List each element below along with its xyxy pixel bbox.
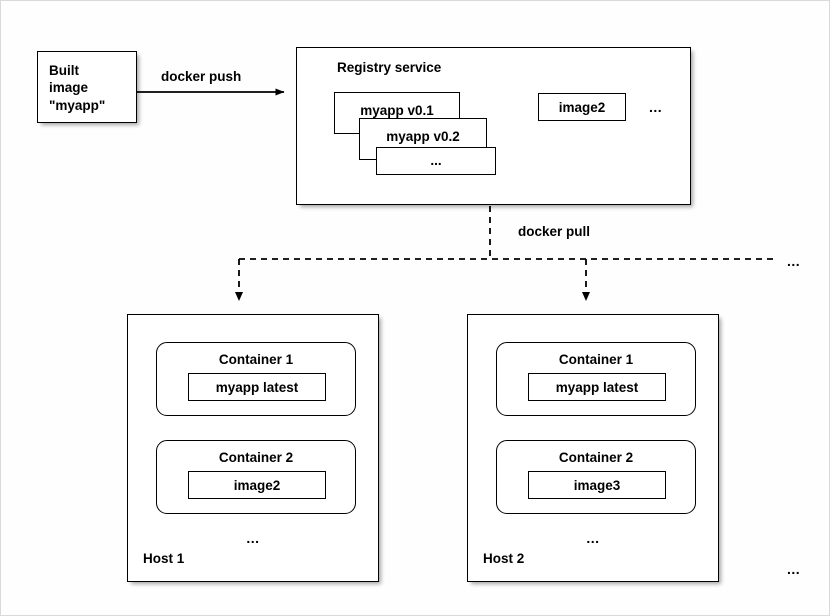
host-1-container-2[interactable]: Container 2 image2 — [156, 440, 356, 514]
built-image-box[interactable]: Built image "myapp" — [37, 51, 137, 123]
host-1-container-1-image-label: myapp latest — [215, 380, 299, 395]
host-2-container-1-image-box[interactable]: myapp latest — [528, 373, 666, 401]
registry-image-layer-3[interactable]: ... — [376, 147, 496, 175]
host-1-container-1[interactable]: Container 1 myapp latest — [156, 342, 356, 416]
host-1-container-2-title: Container 2 — [218, 450, 294, 465]
hosts-trailing-ellipsis: ... — [787, 561, 801, 577]
host-2-more-ellipsis: ... — [586, 530, 600, 546]
registry-image-layer-3-label: ... — [430, 153, 442, 168]
host-1-container-2-image-label: image2 — [233, 478, 281, 493]
host-2-container-1[interactable]: Container 1 myapp latest — [496, 342, 696, 416]
host-2-container-2-image-label: image3 — [573, 478, 621, 493]
host-2-container-1-image-label: myapp latest — [555, 380, 639, 395]
host-1-more-ellipsis-mark: ... — [246, 530, 260, 546]
host-1-container-1-image-box[interactable]: myapp latest — [188, 373, 326, 401]
host-1-name: Host 1 — [143, 550, 185, 566]
registry-image-layer-1-label: myapp v0.1 — [360, 103, 434, 118]
host-1-container-1-title: Container 1 — [218, 352, 294, 367]
host-2-name: Host 2 — [483, 550, 525, 566]
docker-pull-label: docker pull — [518, 224, 591, 239]
registry-more-ellipsis: ... — [649, 99, 663, 115]
built-image-line-2: image — [49, 80, 89, 96]
pull-bus-trailing-ellipsis: ... — [787, 253, 801, 269]
registry-service-title: Registry service — [337, 60, 442, 75]
host-2-container-1-title: Container 1 — [558, 352, 634, 367]
host-2-container-2[interactable]: Container 2 image3 — [496, 440, 696, 514]
built-image-label: Built image "myapp" — [49, 62, 105, 114]
host-2-container-2-title: Container 2 — [558, 450, 634, 465]
docker-push-label: docker push — [161, 69, 242, 84]
built-image-line-3: "myapp" — [49, 97, 106, 113]
registry-image2-box[interactable]: image2 — [538, 93, 626, 121]
host-1-container-2-image-box[interactable]: image2 — [188, 471, 326, 499]
host-2-container-2-image-box[interactable]: image3 — [528, 471, 666, 499]
built-image-line-1: Built — [49, 63, 79, 78]
registry-image-layer-2-label: myapp v0.2 — [386, 129, 460, 144]
registry-image2-label: image2 — [558, 100, 606, 115]
